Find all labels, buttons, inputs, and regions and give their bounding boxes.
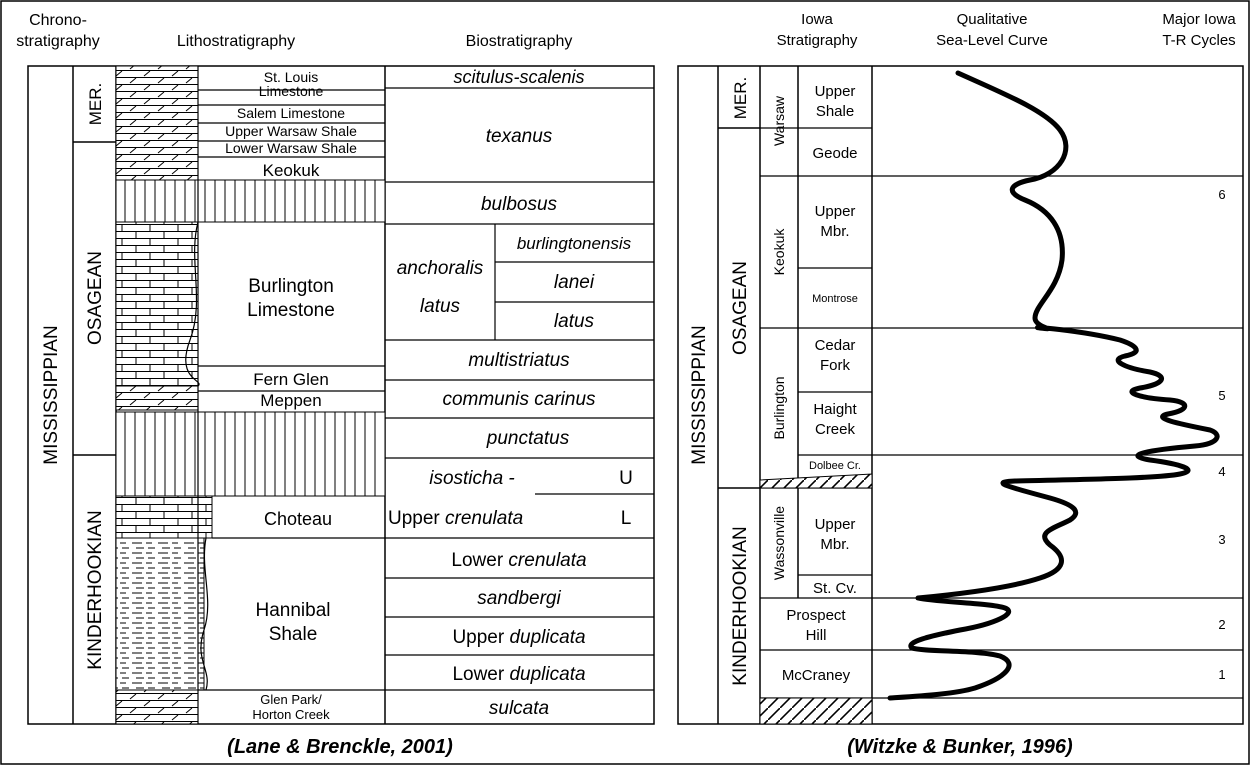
litho-header: Lithostratigraphy (177, 33, 295, 50)
zone-bulbosus: bulbosus (481, 194, 558, 215)
burlington-formation-label: Burlington (771, 376, 787, 439)
zone-latus-group: latus (420, 296, 461, 317)
mccraney-label: McCraney (782, 667, 851, 684)
left-column: Chrono-stratigraphy Lithostratigraphy Bi… (16, 12, 655, 758)
mer-lithology (115, 65, 199, 181)
zone-l: L (621, 508, 632, 529)
zone-upper-crenulata: Upper crenulata (388, 508, 523, 529)
zone-upper-duplicata: Upper duplicata (452, 627, 585, 648)
zone-latus: latus (554, 311, 595, 332)
sea-level-curve (887, 70, 1220, 701)
zone-communis: communis carinus (442, 389, 596, 410)
zone-scitulus: scitulus-scalenis (453, 67, 584, 87)
cycle-2: 2 (1218, 617, 1225, 632)
bio-divisions (385, 87, 654, 691)
right-kinderhookian-label: KINDERHOOKIAN (730, 526, 751, 685)
litho-divisions (197, 66, 385, 724)
zone-lanei: lanei (554, 272, 595, 293)
zone-u: U (619, 468, 633, 489)
cycle-4: 4 (1218, 464, 1225, 479)
keokuk-gap (115, 179, 386, 223)
wassonville-label: Wassonville (771, 506, 787, 580)
right-frame (677, 65, 1244, 725)
choteau-label: Choteau (264, 509, 332, 529)
left-system-label: MISSISSIPPIAN (41, 325, 62, 464)
keokuk-label: Keokuk (263, 161, 320, 180)
glen-park-lithology (115, 689, 199, 725)
upper-warsaw-label: Upper Warsaw Shale (225, 123, 357, 139)
basal-hatch (759, 697, 873, 725)
left-frame (27, 65, 655, 725)
zone-burlingtonensis: burlingtonensis (517, 234, 632, 253)
hannibal-edge (200, 537, 209, 691)
right-system-label: MISSISSIPPIAN (689, 325, 710, 464)
dolbee-label: Dolbee Cr. (809, 460, 861, 472)
zone-sandbergi: sandbergi (477, 588, 561, 609)
left-kinderhookian-label: KINDERHOOKIAN (85, 510, 106, 669)
chert-lithology (115, 385, 199, 411)
choteau-lithology (115, 495, 213, 539)
zone-isosticha: isosticha - (429, 468, 515, 489)
st-cv-label: St. Cv. (813, 580, 857, 597)
zone-multistriatus: multistriatus (468, 350, 570, 371)
lower-warsaw-label: Lower Warsaw Shale (225, 140, 357, 156)
meppen-label: Meppen (260, 391, 321, 410)
salem-label: Salem Limestone (237, 105, 345, 121)
hannibal-lithology (115, 537, 205, 691)
warsaw-label: Warsaw (771, 95, 787, 146)
zone-sulcata: sulcata (489, 698, 549, 719)
cycle-5: 5 (1218, 388, 1225, 403)
keokuk-formation-label: Keokuk (771, 228, 787, 276)
chrono-header: Chrono-stratigraphy (16, 12, 100, 50)
left-caption: (Lane & Brenckle, 2001) (227, 736, 453, 758)
right-column-lines (717, 66, 873, 724)
zone-lower-crenulata: Lower crenulata (451, 550, 586, 571)
right-caption: (Witzke & Bunker, 1996) (847, 736, 1073, 758)
dolbee-hatch (759, 473, 873, 489)
member-divisions (760, 127, 1243, 699)
fern-glen-label: Fern Glen (253, 370, 329, 389)
zone-punctatus: punctatus (486, 428, 570, 449)
cycle-3: 3 (1218, 532, 1225, 547)
right-mer-label: MER. (731, 77, 750, 120)
left-mer-label: MER. (86, 83, 105, 126)
punctatus-gap (115, 411, 386, 497)
zone-texanus: texanus (486, 126, 553, 147)
cycle-6: 6 (1218, 187, 1225, 202)
zone-lower-duplicata: Lower duplicata (452, 664, 585, 685)
geode-label: Geode (812, 145, 857, 162)
zone-anchoralis: anchoralis (397, 258, 484, 279)
glen-park-label: Glen Park/Horton Creek (252, 692, 330, 722)
cycle-1: 1 (1218, 667, 1225, 682)
burlington-edge (185, 221, 200, 387)
left-osagean-label: OSAGEAN (85, 251, 106, 345)
montrose-label: Montrose (812, 293, 858, 305)
right-osagean-label: OSAGEAN (730, 261, 751, 355)
bio-header: Biostratigraphy (466, 33, 573, 50)
